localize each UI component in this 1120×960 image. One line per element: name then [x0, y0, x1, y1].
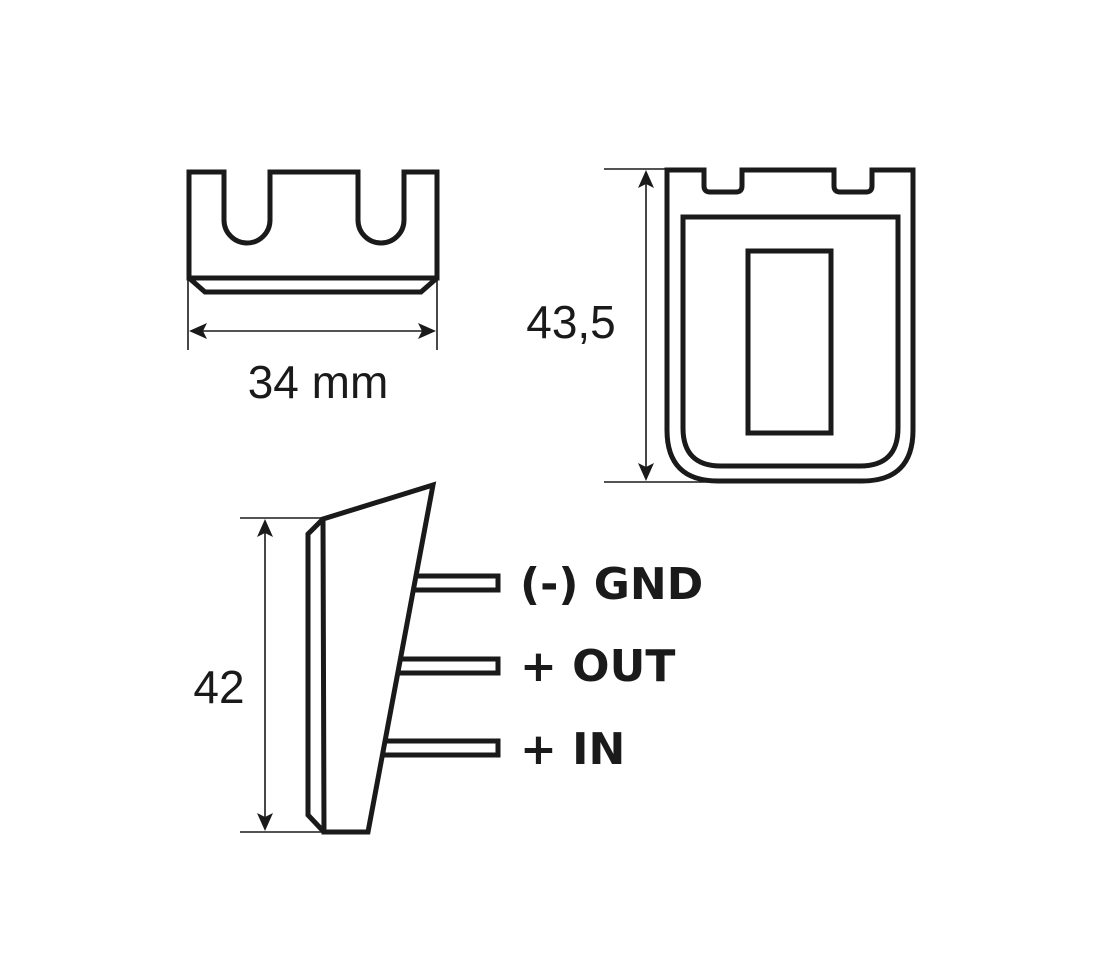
pin-in — [384, 738, 501, 758]
arrow-up-icon — [257, 519, 273, 537]
front-view-inner-frame — [680, 214, 901, 469]
arrow-down-icon — [638, 463, 654, 481]
top-view-dimension-label: 34 mm — [248, 356, 389, 408]
side-view: 42 (-) GND + OUT + IN — [193, 481, 703, 835]
side-view-dimension-label: 42 — [193, 661, 244, 713]
arrow-up-icon — [638, 170, 654, 188]
top-view-outline — [186, 169, 440, 281]
front-view: 43,5 — [526, 167, 916, 484]
arrow-down-icon — [257, 813, 273, 831]
arrow-left-icon — [189, 323, 207, 339]
front-view-window — [745, 248, 834, 436]
side-view-bezel — [305, 517, 326, 834]
side-view-body — [320, 481, 437, 835]
pin-label-in: + IN — [520, 724, 625, 775]
arrow-right-icon — [418, 323, 436, 339]
pin-out — [399, 656, 501, 676]
front-view-outer-outline — [664, 167, 916, 484]
pin-label-out: + OUT — [520, 641, 675, 692]
top-view: 34 mm — [186, 169, 440, 408]
top-view-chamfer-base — [187, 276, 439, 295]
front-view-dimension-label: 43,5 — [526, 296, 616, 348]
pin-gnd — [415, 573, 501, 593]
pin-label-gnd: (-) GND — [520, 559, 703, 610]
